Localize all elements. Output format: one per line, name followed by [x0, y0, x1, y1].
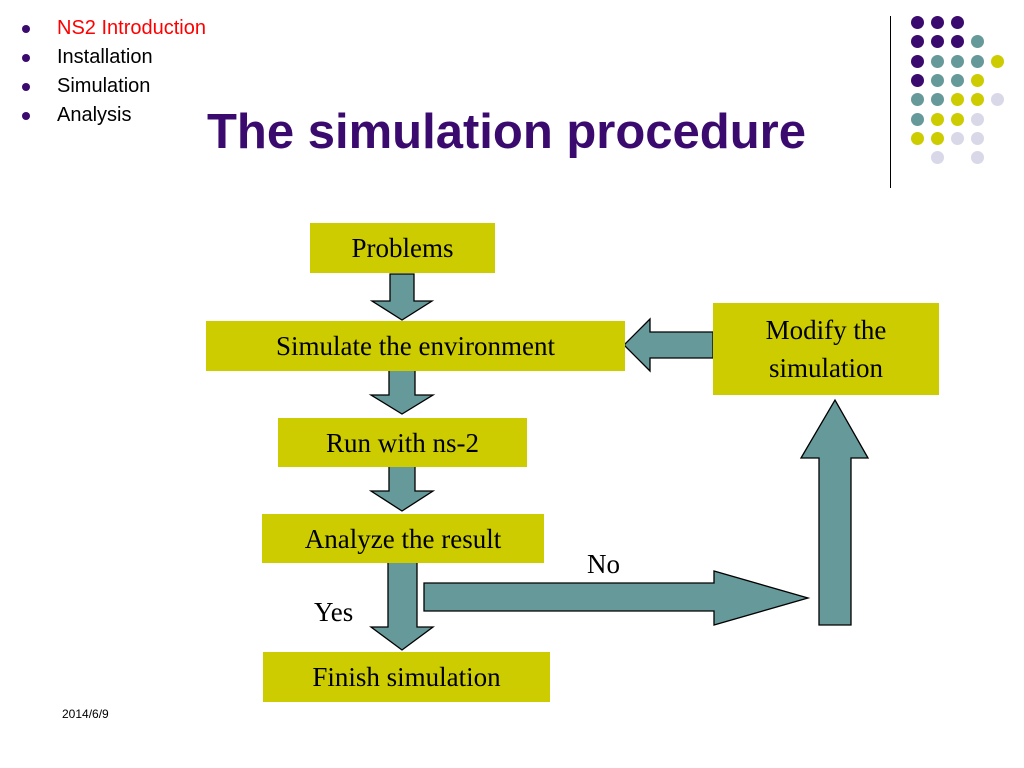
- decor-dot: [951, 93, 964, 106]
- yes-label: Yes: [314, 597, 354, 627]
- arrow-down-icon: [369, 561, 435, 651]
- decor-dot: [911, 16, 924, 29]
- arrow-down-icon: [368, 465, 436, 512]
- decor-dot: [951, 74, 964, 87]
- decor-dot: [911, 74, 924, 87]
- problems-box: Problems: [310, 223, 495, 273]
- nav-item-simulation[interactable]: Simulation: [22, 72, 206, 101]
- title-divider: [890, 16, 891, 188]
- decor-dot: [911, 132, 924, 145]
- decor-dot: [951, 35, 964, 48]
- run-ns2-label: Run with ns-2: [325, 427, 479, 458]
- nav-item-analysis[interactable]: Analysis: [22, 101, 206, 130]
- decor-dot: [931, 93, 944, 106]
- simulate-environment-box: Simulate the environment: [206, 321, 625, 371]
- decor-dot: [971, 93, 984, 106]
- decor-dot: [971, 74, 984, 87]
- finish-simulation-box: Finish simulation: [263, 652, 550, 702]
- nav-item-ns2-introduction[interactable]: NS2 Introduction: [22, 14, 206, 43]
- decor-dot: [931, 132, 944, 145]
- decor-dot: [931, 35, 944, 48]
- modify-simulation-box: Modify the simulation: [713, 303, 939, 395]
- decor-dot: [971, 35, 984, 48]
- nav-item-installation[interactable]: Installation: [22, 43, 206, 72]
- decor-dot: [931, 113, 944, 126]
- decor-dot: [971, 113, 984, 126]
- outline-nav: NS2 Introduction Installation Simulation…: [22, 14, 206, 130]
- decor-dot: [931, 151, 944, 164]
- decor-dot: [931, 55, 944, 68]
- arrow-down-icon: [369, 273, 435, 321]
- modify-label-line1: Modify the: [765, 315, 887, 345]
- decor-dot: [991, 55, 1004, 68]
- decor-dot: [991, 93, 1004, 106]
- decor-dot: [951, 113, 964, 126]
- decor-dot: [971, 151, 984, 164]
- decor-dot: [911, 93, 924, 106]
- problems-label: Problems: [351, 233, 454, 263]
- decor-dot: [911, 113, 924, 126]
- decor-dot: [971, 132, 984, 145]
- decor-dot: [911, 55, 924, 68]
- decor-dot: [931, 16, 944, 29]
- analyze-result-label: Analyze the result: [304, 523, 502, 554]
- analyze-result-box: Analyze the result: [262, 514, 544, 563]
- slide-title: The simulation procedure: [207, 105, 806, 159]
- decor-dot: [951, 16, 964, 29]
- decor-dot: [911, 35, 924, 48]
- no-label: No: [587, 549, 620, 579]
- arrow-down-icon: [368, 369, 436, 415]
- modify-label-line2: simulation: [769, 353, 883, 383]
- decor-dot: [971, 55, 984, 68]
- arrow-right-icon: [423, 570, 811, 626]
- simulate-environment-label: Simulate the environment: [276, 331, 555, 361]
- finish-simulation-label: Finish simulation: [312, 662, 501, 692]
- decor-dot: [931, 74, 944, 87]
- decor-dot: [951, 55, 964, 68]
- arrow-up-icon: [799, 398, 870, 626]
- arrow-left-icon: [623, 317, 714, 373]
- run-ns2-box: Run with ns-2: [278, 418, 527, 467]
- slide-date: 2014/6/9: [62, 707, 109, 721]
- decor-dot: [951, 132, 964, 145]
